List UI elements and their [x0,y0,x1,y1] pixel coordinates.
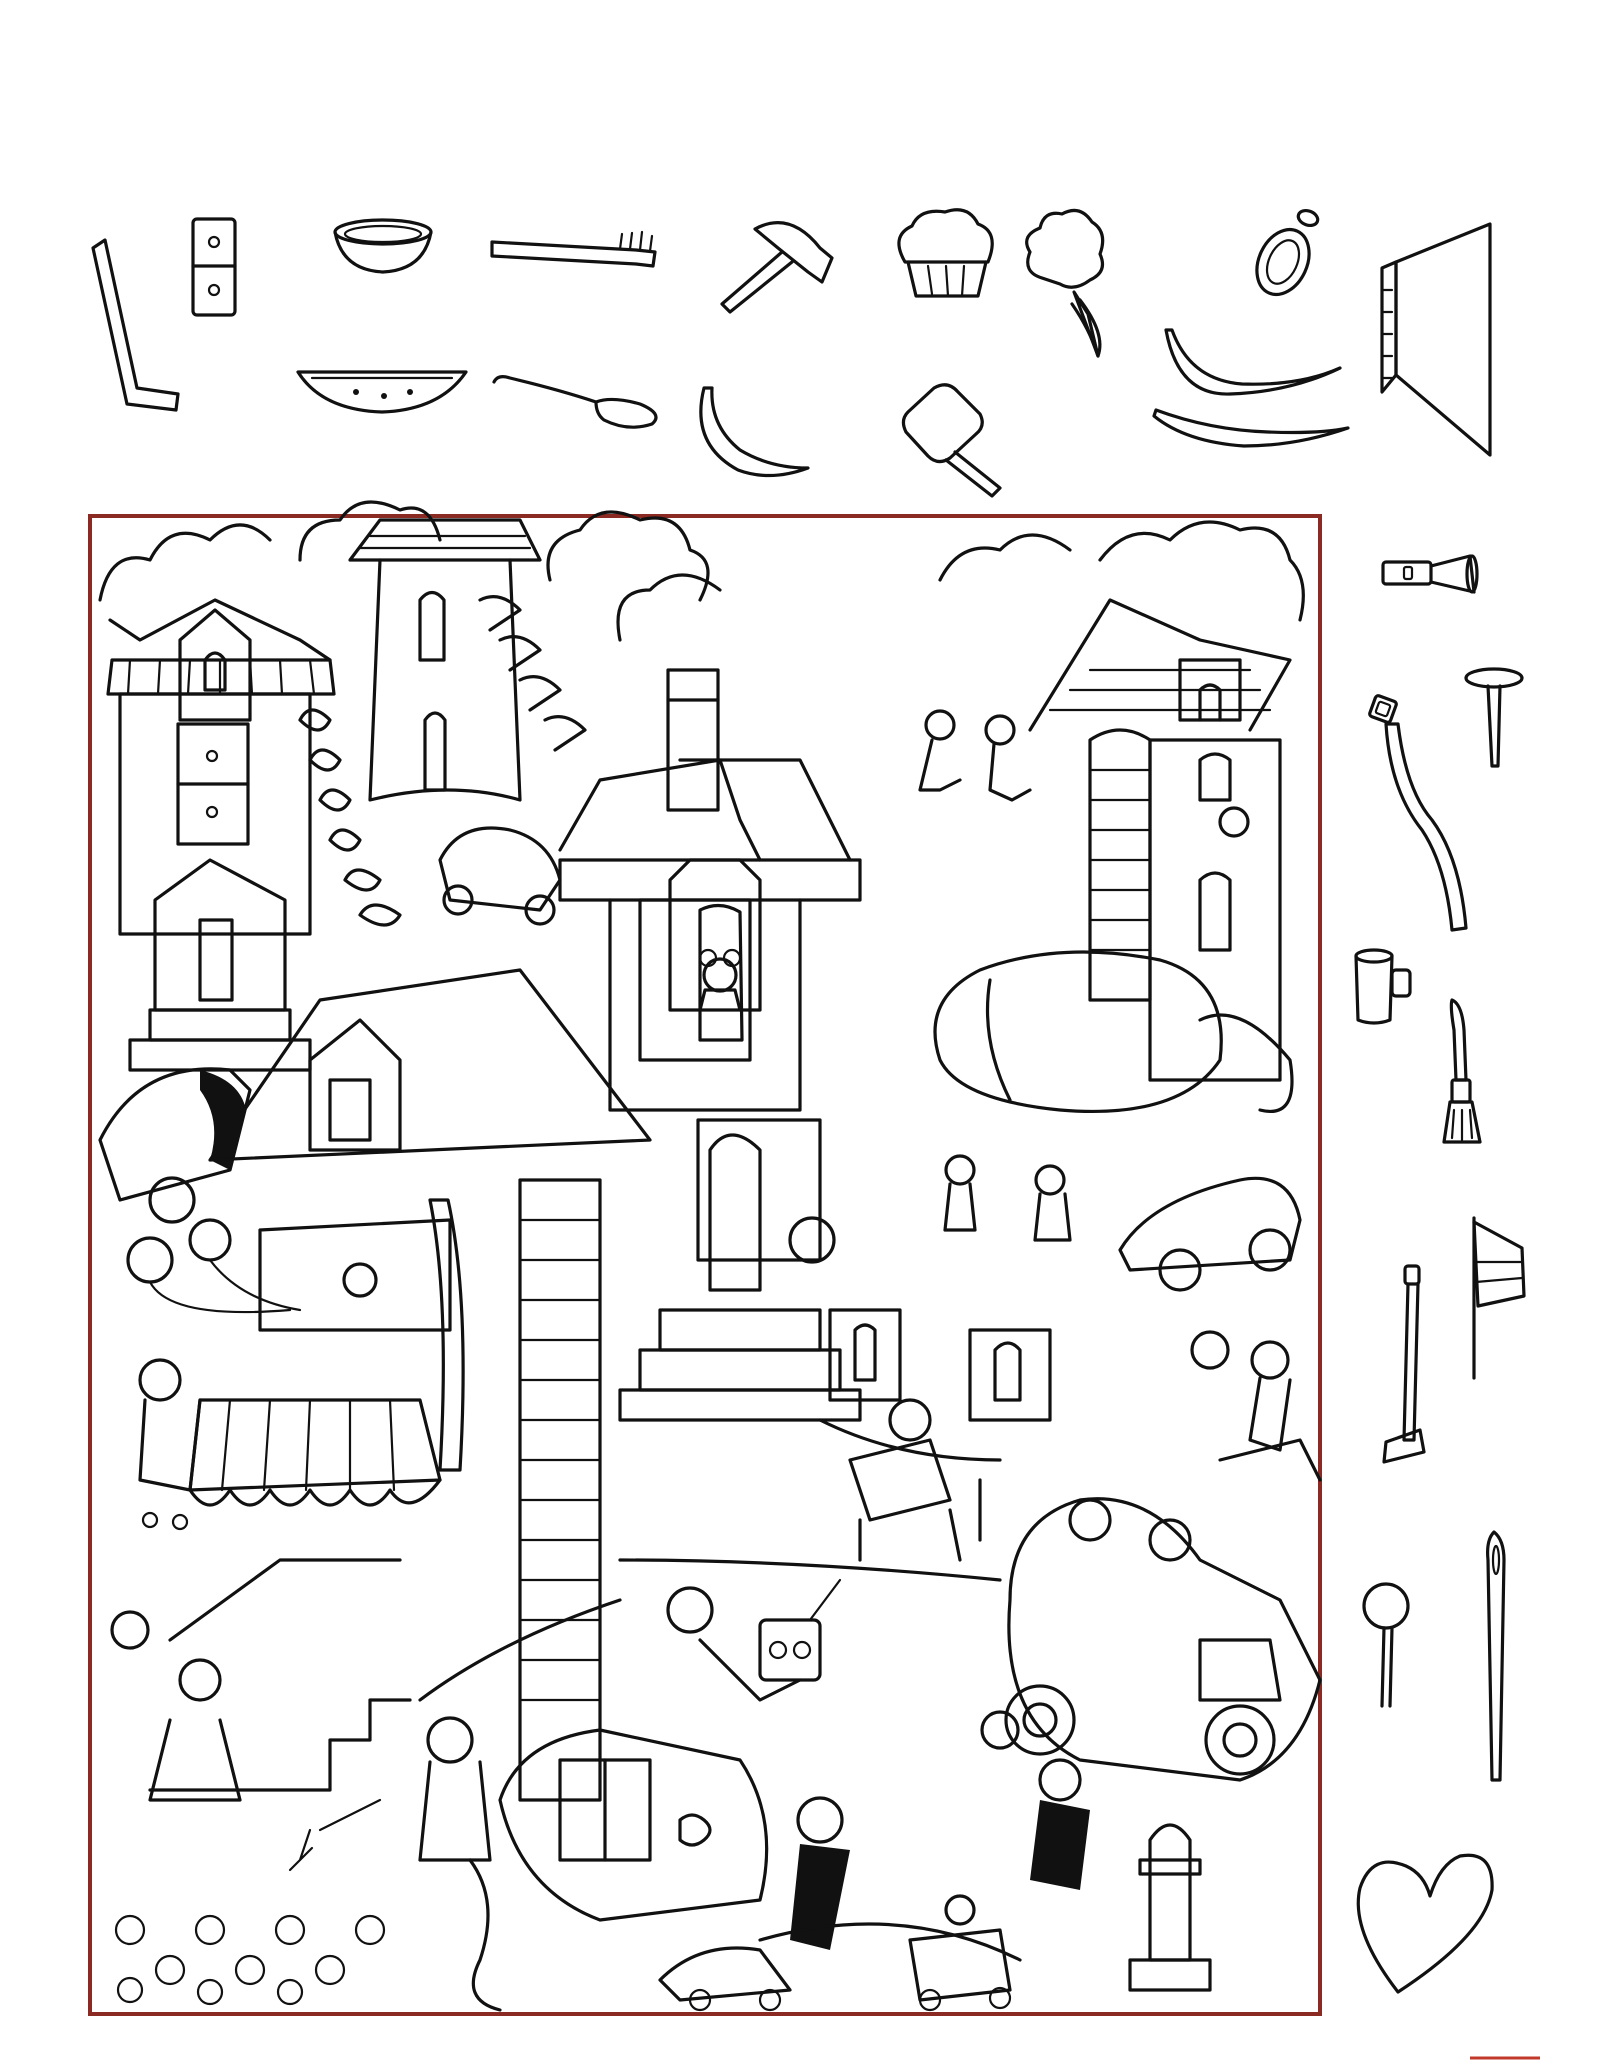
lollipop-icon[interactable] [1362,1582,1410,1708]
mug-icon[interactable] [1354,948,1412,1025]
tower-house [348,518,587,802]
mouse-with-hose [288,1716,502,2012]
flashlight-icon[interactable] [1381,554,1479,594]
canoe-icon[interactable] [1152,328,1350,448]
round-building-right [933,950,1294,1114]
mouse-with-radio [666,1578,842,1702]
central-boot-house [558,668,862,1422]
paintbrush-icon[interactable] [1442,998,1482,1144]
convertible-with-mice [1004,1497,1322,1782]
running-mice [918,709,1032,802]
scene-frame [88,514,1322,2016]
car-right [1118,1176,1302,1292]
road-lines [418,1418,1322,1962]
mouse-with-ball [1190,1330,1292,1452]
heart-icon[interactable] [1356,1853,1494,1994]
domino-icon[interactable] [191,217,237,317]
lower-boot-house [498,1728,769,1922]
ice-cream-cone-icon[interactable] [1025,208,1105,358]
log-pillar [428,1178,602,1802]
toothbrush-icon[interactable] [490,230,657,268]
cane-icon[interactable] [1368,694,1468,932]
car-left [98,1067,252,1224]
window-row [788,1216,1052,1422]
fire-hydrant [1128,1823,1212,1992]
needle-icon[interactable] [1486,1530,1506,1782]
nail-icon[interactable] [1464,667,1524,768]
spoon-icon[interactable] [492,375,658,429]
log-stairs-left [298,708,402,927]
window-with-mouse [668,858,762,1012]
ring-icon[interactable] [1247,208,1320,303]
scene-illustration [98,500,1322,2012]
banana-icon[interactable] [699,386,810,478]
golf-club-icon[interactable] [1382,1264,1426,1464]
reading-mouse [848,1398,982,1562]
background-trees [98,500,1305,642]
skating-mouse [138,1358,202,1531]
mouse-with-lawnmower [658,1796,850,2012]
hockey-stick-icon[interactable] [91,238,180,412]
ice-pop-icon[interactable] [901,383,1002,498]
flag-icon[interactable] [1472,1216,1526,1380]
flower-bed [114,1914,386,2006]
book-icon[interactable] [1380,222,1492,457]
bowl-icon[interactable] [333,218,433,274]
left-upper-house [106,598,336,1072]
hammer-icon[interactable] [720,221,834,314]
mice-with-stroller [908,1710,1090,2012]
mice-center-right [943,1154,1072,1242]
cupcake-icon[interactable] [897,208,994,298]
balloons [126,1218,302,1314]
watermelon-slice-icon[interactable] [296,370,468,414]
stairs-bottom-left [110,1558,412,1802]
right-log-house [1028,598,1292,1082]
